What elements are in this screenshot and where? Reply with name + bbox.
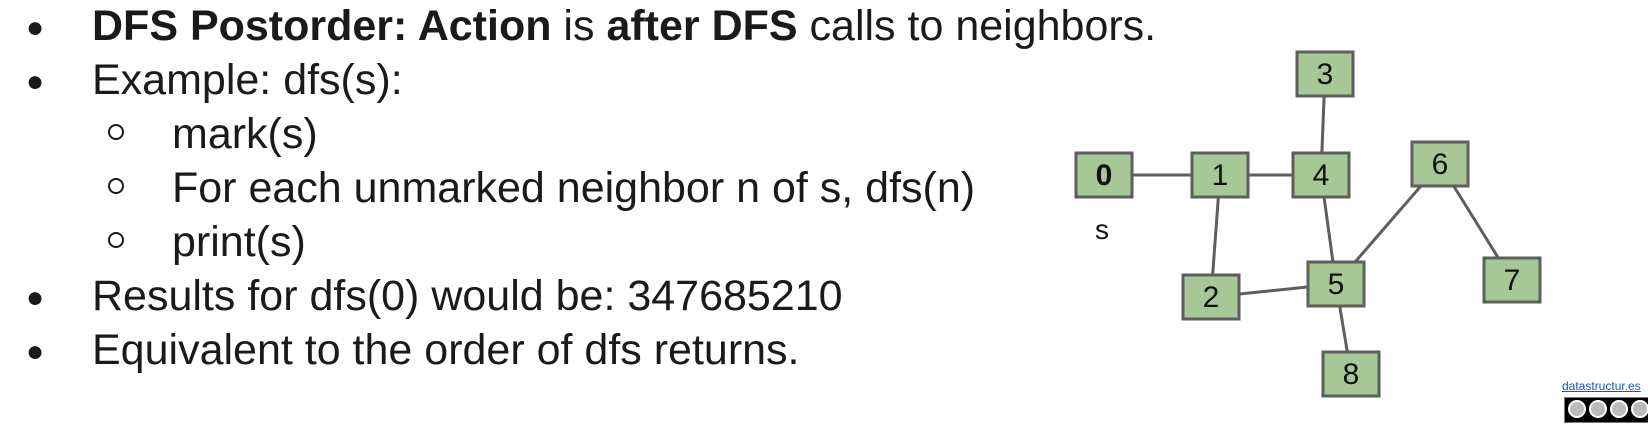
node-8: 8: [1321, 350, 1381, 398]
bullet-equivalent: Equivalent to the order of dfs returns.: [92, 326, 800, 374]
node-box-4: [1291, 151, 1351, 199]
cc-icon: [1568, 400, 1586, 418]
bullet-dot: ●: [26, 335, 45, 368]
node-1: 1: [1190, 151, 1250, 199]
graph-edges: [1104, 73, 1514, 375]
source-label-s: s: [1095, 214, 1109, 245]
bullet-postorder-definition: DFS Postorder: Action is after DFS calls…: [92, 0, 1156, 54]
node-box-1: [1190, 151, 1250, 199]
bullet-example: Example: dfs(s):: [92, 56, 403, 104]
term-dfs-postorder: DFS Postorder: Action: [92, 2, 552, 50]
node-label-1: 1: [1212, 159, 1229, 192]
creative-commons-badge: [1564, 397, 1648, 423]
bullet-dot: ●: [26, 11, 45, 44]
nc-icon: [1610, 400, 1628, 418]
node-label-3: 3: [1317, 58, 1334, 91]
sub-bullet-for-each: For each unmarked neighbor n of s, dfs(n…: [172, 164, 976, 212]
sub-bullet-print: print(s): [172, 218, 306, 266]
sub-bullet-mark: mark(s): [172, 110, 318, 158]
text-is: is: [551, 2, 607, 50]
node-box-7: [1482, 256, 1542, 304]
datastructur-link[interactable]: datastructur.es: [1562, 379, 1641, 393]
node-box-8: [1321, 350, 1381, 398]
node-label-6: 6: [1432, 148, 1449, 181]
text-calls: calls to neighbors.: [797, 2, 1157, 50]
node-0: 0: [1074, 151, 1134, 199]
node-4: 4: [1291, 151, 1351, 199]
sa-icon: [1631, 400, 1648, 418]
graph-nodes: 0 1 2 3 4 5 6 7 8: [1074, 50, 1542, 398]
sub-bullet-circle: [108, 178, 124, 194]
node-2: 2: [1181, 273, 1241, 321]
node-3: 3: [1295, 50, 1355, 98]
bullet-dot: ●: [26, 281, 45, 314]
node-label-7: 7: [1504, 264, 1521, 297]
node-6: 6: [1410, 140, 1470, 188]
license-credit: datastructur.es: [1562, 377, 1648, 426]
node-box-0: [1074, 151, 1134, 199]
node-box-5: [1306, 260, 1366, 308]
node-label-4: 4: [1313, 159, 1330, 192]
node-label-5: 5: [1328, 268, 1345, 301]
node-box-2: [1181, 273, 1241, 321]
by-icon: [1589, 400, 1607, 418]
node-label-8: 8: [1343, 358, 1360, 391]
bullet-results: Results for dfs(0) would be: 347685210: [92, 272, 843, 320]
node-label-0: 0: [1096, 159, 1113, 192]
sub-bullet-circle: [108, 124, 124, 140]
node-7: 7: [1482, 256, 1542, 304]
node-box-6: [1410, 140, 1470, 188]
bullet-dot: ●: [26, 65, 45, 98]
node-5: 5: [1306, 260, 1366, 308]
node-box-3: [1295, 50, 1355, 98]
term-after-dfs: after DFS: [606, 2, 798, 50]
bullet-list: ● DFS Postorder: Action is after DFS cal…: [26, 2, 1156, 374]
graph-diagram: 0 1 2 3 4 5 6 7 8 s: [1074, 50, 1542, 398]
node-label-2: 2: [1203, 281, 1220, 314]
sub-bullet-circle: [108, 232, 124, 248]
